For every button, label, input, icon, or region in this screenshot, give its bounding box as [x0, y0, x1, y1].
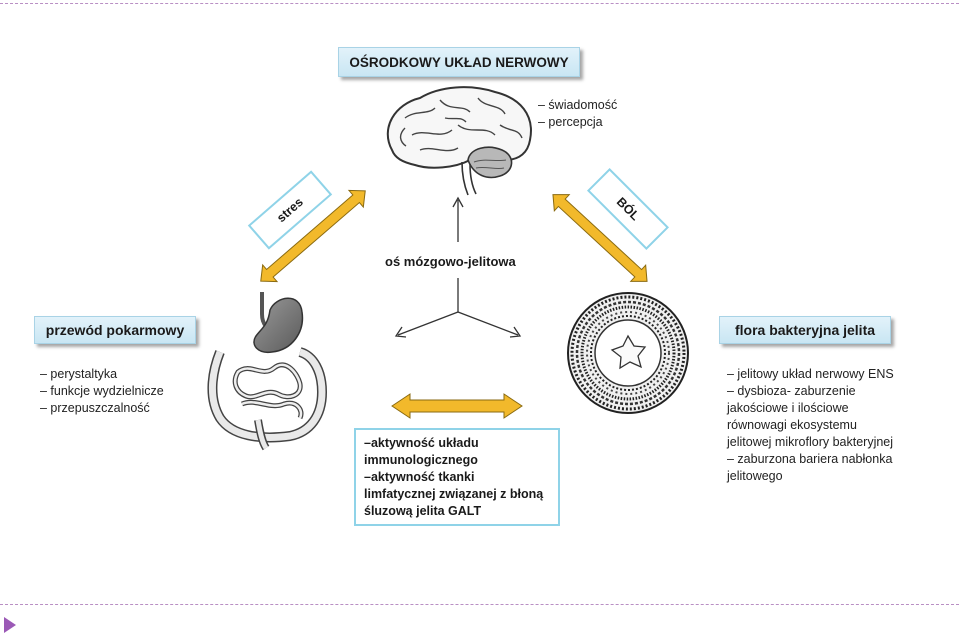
list-item: jakościowe i ilościowe: [727, 401, 849, 415]
list-item: – dysbioza- zaburzenie: [727, 384, 856, 398]
list-item: jelitowego: [727, 469, 783, 483]
top-dashed-divider: [0, 3, 959, 4]
flora-features-list: – jelitowy układ nerwowy ENS – dysbioza-…: [727, 366, 894, 485]
immune-line: śluzową jelita GALT: [364, 504, 482, 518]
immune-line: –aktywność tkanki: [364, 470, 475, 484]
digestive-tract-icon: [207, 292, 328, 451]
immune-line: immunologicznego: [364, 453, 478, 467]
arrow-cns-gut: [260, 189, 366, 283]
cns-title: OŚRODKOWY UKŁAD NERWOWY: [338, 47, 580, 77]
intestine-cross-section-icon: [567, 292, 689, 414]
brain-icon: [386, 86, 532, 196]
list-item: – jelitowy układ nerwowy ENS: [727, 367, 894, 381]
list-item: równowagi ekosystemu: [727, 418, 857, 432]
immune-line: limfatycznej związanej z błoną: [364, 487, 544, 501]
arrow-gut-flora: [391, 393, 523, 419]
list-item: – percepcja: [538, 115, 603, 129]
play-icon[interactable]: [4, 617, 16, 633]
list-item: – perystaltyka: [40, 367, 118, 381]
immune-activity-box: –aktywność układu immunologicznego –akty…: [354, 428, 560, 526]
arrow-cns-flora: [552, 194, 648, 282]
list-item: – funkcje wydzielnicze: [40, 384, 164, 398]
immune-line: –aktywność układu: [364, 436, 479, 450]
list-item: – przepuszczalność: [40, 401, 150, 415]
gut-title: przewód pokarmowy: [34, 316, 196, 344]
axis-lines: [394, 196, 522, 338]
list-item: jelitowej mikroflory bakteryjnej: [727, 435, 894, 449]
list-item: – zaburzona bariera nabłonka: [727, 452, 893, 466]
gut-features-list: – perystaltyka – funkcje wydzielnicze – …: [40, 366, 164, 417]
brain-gut-axis-label: oś mózgowo-jelitowa: [385, 254, 516, 269]
flora-title: flora bakteryjna jelita: [719, 316, 891, 344]
list-item: – świadomość: [538, 98, 618, 112]
bottom-dashed-divider: [0, 604, 959, 605]
cns-features-list: – świadomość – percepcja: [538, 97, 617, 131]
